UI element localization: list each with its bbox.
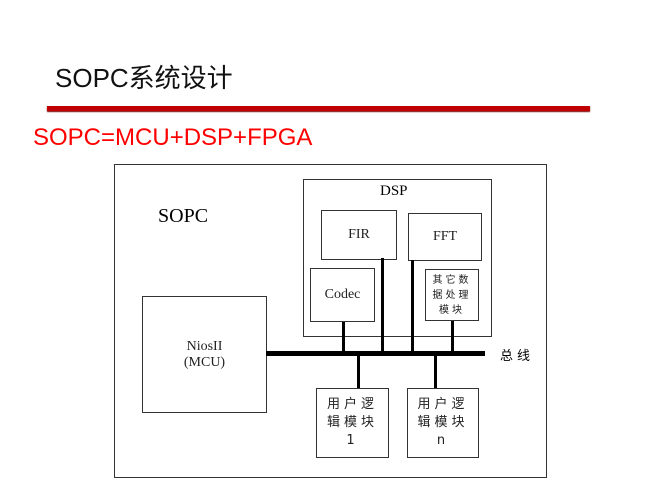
other-processing-label: 其它数据处理模块 <box>432 274 472 316</box>
dsp-box <box>303 179 492 337</box>
usern-connector <box>434 354 437 388</box>
user1-label: 用户逻辑模块1 <box>326 397 378 448</box>
codec-block: Codec <box>310 268 375 322</box>
fir-connector <box>381 258 384 353</box>
user-logic-block-1: 用户逻辑模块1 <box>316 388 389 458</box>
dsp-label: DSP <box>380 183 408 199</box>
fft-connector <box>411 260 414 353</box>
fft-block: FFT <box>408 213 482 261</box>
other-processing-block: 其它数据处理模块 <box>425 269 479 321</box>
sopc-label: SOPC <box>158 205 209 227</box>
nios-block: NiosII (MCU) <box>142 296 267 413</box>
fir-block: FIR <box>321 210 397 260</box>
nios-label: NiosII <box>186 338 223 354</box>
user1-connector <box>357 354 360 388</box>
usern-label: 用户逻辑模块n <box>417 397 469 448</box>
bus-line <box>266 351 485 356</box>
bus-label: 总线 <box>500 349 535 364</box>
user-logic-block-n: 用户逻辑模块n <box>407 388 479 458</box>
mcu-label: (MCU) <box>183 354 226 370</box>
title-divider <box>47 106 590 111</box>
other-connector <box>451 321 454 353</box>
slide-subtitle: SOPC=MCU+DSP+FPGA <box>33 124 313 151</box>
codec-connector <box>342 322 345 353</box>
sopc-box <box>114 164 547 478</box>
slide-title: SOPC系统设计 <box>55 63 233 93</box>
